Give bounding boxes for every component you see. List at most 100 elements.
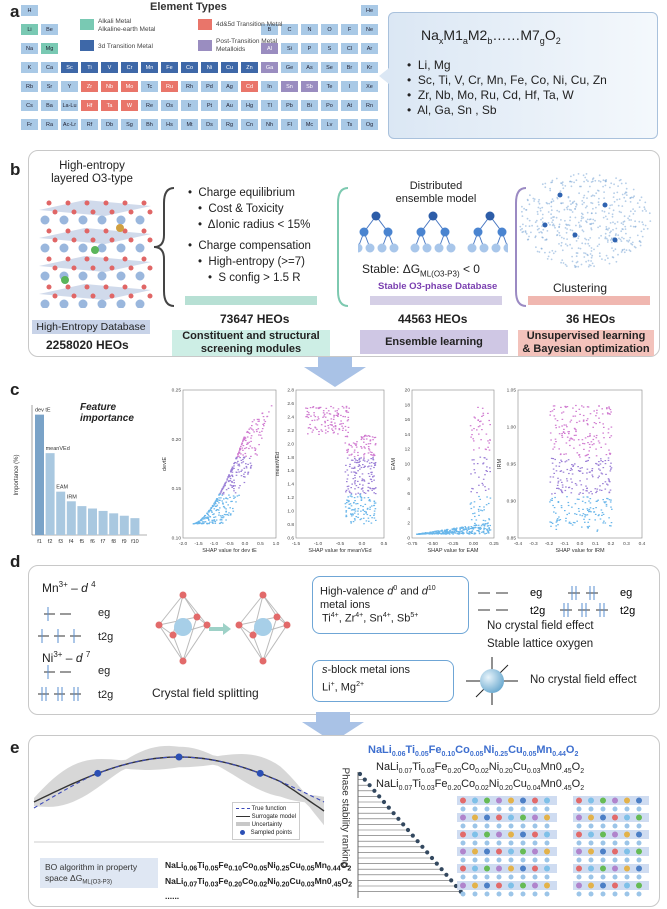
cluster-point xyxy=(554,250,557,253)
element-list-item: • Sc, Ti, V, Cr, Mn, Fe, Co, Ni, Cu, Zn xyxy=(407,73,607,87)
element-cell-mt: Mt xyxy=(180,118,199,131)
cluster-point xyxy=(608,262,611,265)
cluster-point xyxy=(603,210,606,213)
scatter-point xyxy=(487,440,489,442)
scatter-point xyxy=(238,471,240,473)
scatter-point xyxy=(549,499,552,501)
element-cell-k: K xyxy=(20,61,39,74)
scatter-point xyxy=(251,425,253,427)
legend-swatch-45 xyxy=(198,19,212,30)
y-tick-label: 6 xyxy=(407,491,410,497)
scatter-point xyxy=(454,529,457,531)
scatter-point xyxy=(605,454,608,456)
cluster-point xyxy=(560,236,563,239)
element-cell-hg: Hg xyxy=(240,99,259,112)
scatter-point xyxy=(361,478,364,480)
scatter-point xyxy=(336,414,339,416)
cluster-point xyxy=(574,266,577,269)
scatter-point xyxy=(218,497,220,499)
rank-point xyxy=(367,783,372,788)
scatter-point xyxy=(594,519,596,521)
cluster-point xyxy=(621,236,623,239)
na-atom xyxy=(576,857,582,863)
oxygen-atom xyxy=(259,657,267,665)
scatter-point xyxy=(470,491,472,493)
scatter-point xyxy=(248,441,251,443)
cluster-point xyxy=(590,256,593,259)
cluster-point xyxy=(580,215,583,218)
scatter-point xyxy=(562,411,565,413)
scatter-point xyxy=(559,479,562,481)
cluster-point xyxy=(615,260,618,263)
cluster-point xyxy=(592,177,595,179)
scatter-point xyxy=(360,436,363,438)
cluster-point xyxy=(620,251,623,253)
na-atom xyxy=(612,806,618,812)
cluster-point xyxy=(578,224,581,227)
legend-swatch-post xyxy=(198,40,212,51)
scatter-point xyxy=(237,453,239,456)
scatter-point xyxy=(487,446,489,448)
scatter-point xyxy=(249,445,252,447)
cluster-point xyxy=(641,235,644,238)
octahedron-edge xyxy=(262,594,278,618)
scatter-point xyxy=(342,415,344,418)
cluster-point xyxy=(570,185,573,188)
scatter-point xyxy=(233,497,235,499)
scatter-point xyxy=(608,413,611,415)
atom xyxy=(532,882,538,889)
scatter-point xyxy=(363,492,365,494)
scatter-point xyxy=(429,531,431,533)
atom xyxy=(544,831,550,838)
element-cell-in: In xyxy=(260,80,279,93)
scatter-point xyxy=(471,527,473,530)
scatter-point xyxy=(345,411,348,413)
scatter-point xyxy=(418,533,420,535)
y-tick-label: 14 xyxy=(405,432,411,438)
scatter-point xyxy=(445,532,447,534)
scatter-point xyxy=(243,473,245,475)
scatter-point xyxy=(578,454,580,456)
na-atom xyxy=(576,840,582,846)
scatter-point xyxy=(350,494,353,496)
cluster-point xyxy=(617,253,619,256)
cluster-point xyxy=(560,219,562,221)
scatter-point xyxy=(206,516,208,518)
scatter-point xyxy=(373,513,376,515)
oxygen-atom xyxy=(141,200,147,206)
cluster-point xyxy=(538,231,541,234)
scatter-point xyxy=(256,424,259,426)
scatter-point xyxy=(242,440,244,442)
scatter-point xyxy=(326,412,328,414)
scatter-point xyxy=(359,460,361,462)
scatter-point xyxy=(220,490,223,492)
scatter-point xyxy=(447,531,449,533)
scatter-point xyxy=(327,431,329,433)
x-tick-label: -0.5 xyxy=(225,541,234,547)
element-cell-p: P xyxy=(300,42,319,55)
oxygen-atom xyxy=(122,228,128,234)
scatter-point xyxy=(564,432,566,434)
cluster-point xyxy=(585,173,588,175)
cluster-point xyxy=(568,208,571,211)
atom xyxy=(624,865,630,872)
cluster-point xyxy=(616,191,619,194)
scatter-point xyxy=(324,432,327,434)
cluster-point xyxy=(542,236,544,239)
scatter-point xyxy=(350,492,353,494)
scatter-point xyxy=(228,494,230,496)
atom xyxy=(484,848,490,855)
cluster-point xyxy=(615,227,618,230)
scatter-point xyxy=(236,462,238,464)
scatter-point xyxy=(602,522,604,524)
element-cell-pd: Pd xyxy=(200,80,219,93)
scatter-point xyxy=(591,444,594,446)
scatter-point xyxy=(347,411,350,413)
scatter-point xyxy=(549,414,551,416)
scatter-point xyxy=(471,532,473,534)
cluster-point xyxy=(584,206,587,209)
panel-label-d: d xyxy=(10,552,21,571)
cluster-point xyxy=(613,183,615,186)
scatter-point xyxy=(561,434,563,437)
